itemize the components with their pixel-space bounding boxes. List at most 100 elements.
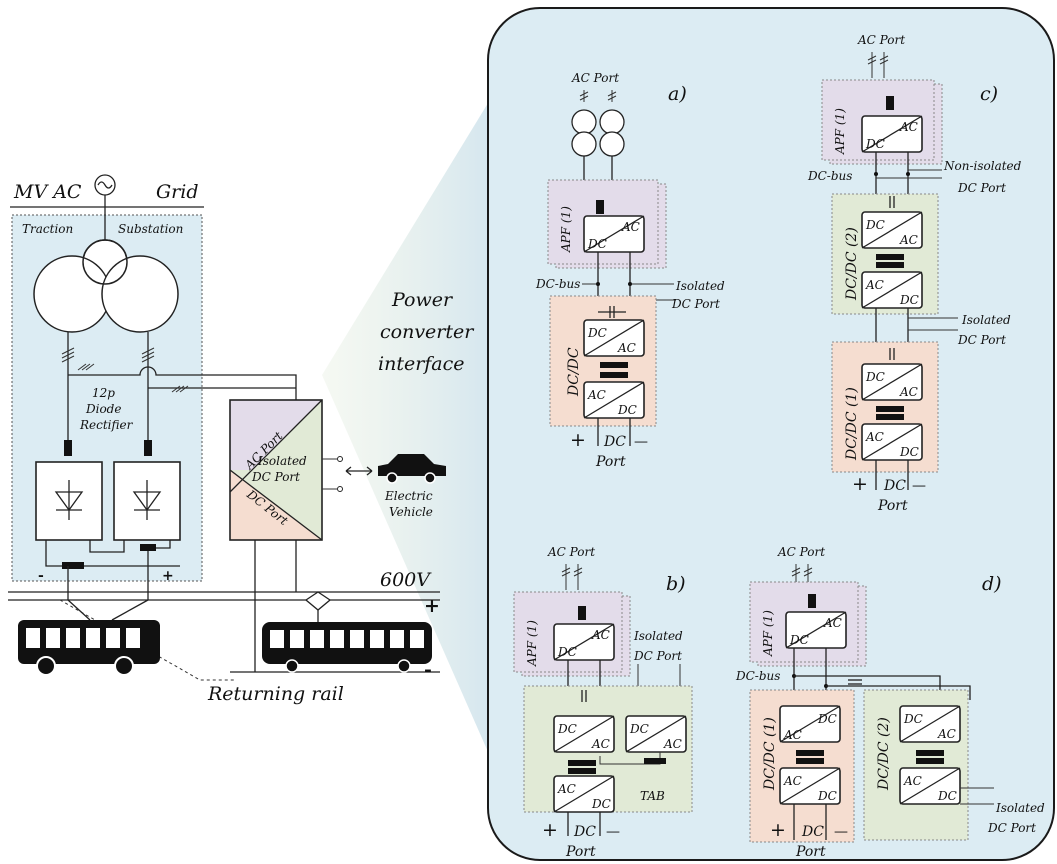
common-dc-label: DC [557,722,577,736]
common-ac-label: AC [591,628,610,642]
panel-c-dcdc2: DC/DC (2) [844,227,860,301]
common-ac-label: AC [557,782,576,796]
common-dc-label: DC [789,633,809,647]
common-dc-label: DC [899,293,919,307]
panel-d-dcdc2: DC/DC (2) [876,717,892,791]
common-ac-label: AC [617,341,636,355]
panel-b-apf: APF (1) [525,620,539,667]
common-ac-label: AC [899,120,918,134]
diode-icon [54,480,84,520]
traction-label: Traction [22,222,73,236]
common-plus-label: + [852,473,868,495]
title-line-2: converter [380,321,475,343]
panel-b-dc-port: DC Port [633,649,682,663]
panel-c-tag: c) [980,83,998,105]
common-ac-label: AC [865,430,884,444]
common-dc-label: DC [865,137,885,151]
panel-c: c) AC Port APF (1) DC AC DC-bus Non-isol… [807,33,1022,514]
common-dc-label: DC [629,722,649,736]
panel-d-ac-port: AC Port [777,545,825,559]
panel-c-dc-port-2: DC Port [957,333,1006,347]
panel-d-isolated: Isolated [995,801,1045,815]
common-ac-label: AC [663,737,682,751]
panel-c-ac-port: AC Port [857,33,905,47]
ev-label-2: Vehicle [389,505,433,519]
title-line-1: Power [391,289,454,311]
common-dc-label: DC [865,218,885,232]
panel-b-tab: TAB [640,789,665,803]
panel-a-dcdc: DC/DC [566,347,582,397]
common-dc-label: DC [587,326,607,340]
electric-vehicle-group: Electric Vehicle [345,454,446,519]
common-ac-label: AC [591,737,610,751]
voltage-label: 600V [380,569,432,591]
common-minus-label: — [912,478,926,494]
common-dc-label: DC [903,712,923,726]
returning-rail-label: Returning rail [207,683,344,705]
common-dc-label: DC [603,434,626,450]
common-ac-label: AC [903,774,922,788]
common-dc-label: DC [587,237,607,251]
panel-a-dc-port: DC Port [671,297,720,311]
panel-b-tag: b) [666,573,686,595]
substation-label: Substation [118,222,183,236]
panel-d-dcdc1: DC/DC (1) [762,717,778,791]
converter-isolated-label-2: DC Port [251,470,300,484]
common-minus-label: — [834,824,848,840]
common-ac-label: AC [783,774,802,788]
common-ac-label: AC [937,727,956,741]
panel-d-tag: d) [982,573,1002,595]
panel-b-ac-port: AC Port [547,545,595,559]
common-dc-label: DC [617,403,637,417]
common-port-label: Port [795,844,826,860]
rectifier-label-1: 12p [92,386,115,400]
plus-terminal: + [162,568,174,584]
panel-a-isolated: Isolated [675,279,725,293]
panel-a: a) AC Port APF (1) DC AC DC-bus Isolated… [535,71,725,470]
panel-d: d) AC Port APF (1) DC AC DC-bus DC/DC (1… [735,545,1045,860]
panel-c-apf: APF (1) [833,108,847,155]
panel-a-ac-port: AC Port [571,71,619,85]
common-port-label: Port [565,844,596,860]
common-dc-label: DC [817,789,837,803]
common-plus-label: + [542,819,558,841]
common-dc-label: DC [937,789,957,803]
converter-isolated-label-1: Isolated [257,454,307,468]
diode-icon [132,480,162,520]
common-ac-label: AC [899,233,918,247]
panel-a-dc-bus: DC-bus [535,277,580,291]
bidirectional-arrow-icon [345,466,373,476]
rectifier-label-3: Rectifier [79,418,134,432]
common-ac-label: AC [823,616,842,630]
panel-a-apf: APF (1) [559,206,573,253]
panel-c-dcdc1: DC/DC (1) [844,387,860,461]
transformer-secondary-right-icon [101,255,179,333]
minus-terminal: - [38,568,44,584]
common-dc-label: DC [591,797,611,811]
rail-group: 600V + - Returning rail [8,569,440,705]
substation-group: MV AC Grid Traction Substation 12p Diode… [10,174,297,600]
common-dc-label: DC [557,645,577,659]
common-dc-label: DC [865,370,885,384]
panel-b: b) AC Port APF (1) DC AC Isolated DC Por… [513,545,693,860]
mv-ac-label: MV AC [13,181,82,203]
common-dc-label: DC [883,478,906,494]
central-converter: AC Port Isolated DC Port DC Port [229,399,343,672]
rail-minus: - [424,659,432,681]
common-ac-label: AC [621,220,640,234]
panel-d-dc-bus: DC-bus [735,669,780,683]
common-ac-label: AC [899,385,918,399]
panel-a-tag: a) [668,83,687,105]
common-dc-label: DC [573,824,596,840]
ev-label-1: Electric [384,489,433,503]
common-port-label: Port [877,498,908,514]
common-plus-label: + [770,819,786,841]
trolleybus-icon [18,599,160,676]
grid-label: Grid [156,181,199,203]
rectifier-label-2: Diode [85,402,121,416]
panel-d-apf: APF (1) [761,610,775,657]
common-dc-label: DC [899,445,919,459]
common-ac-label: AC [865,278,884,292]
panel-c-non-isolated: Non-isolated [943,159,1022,173]
